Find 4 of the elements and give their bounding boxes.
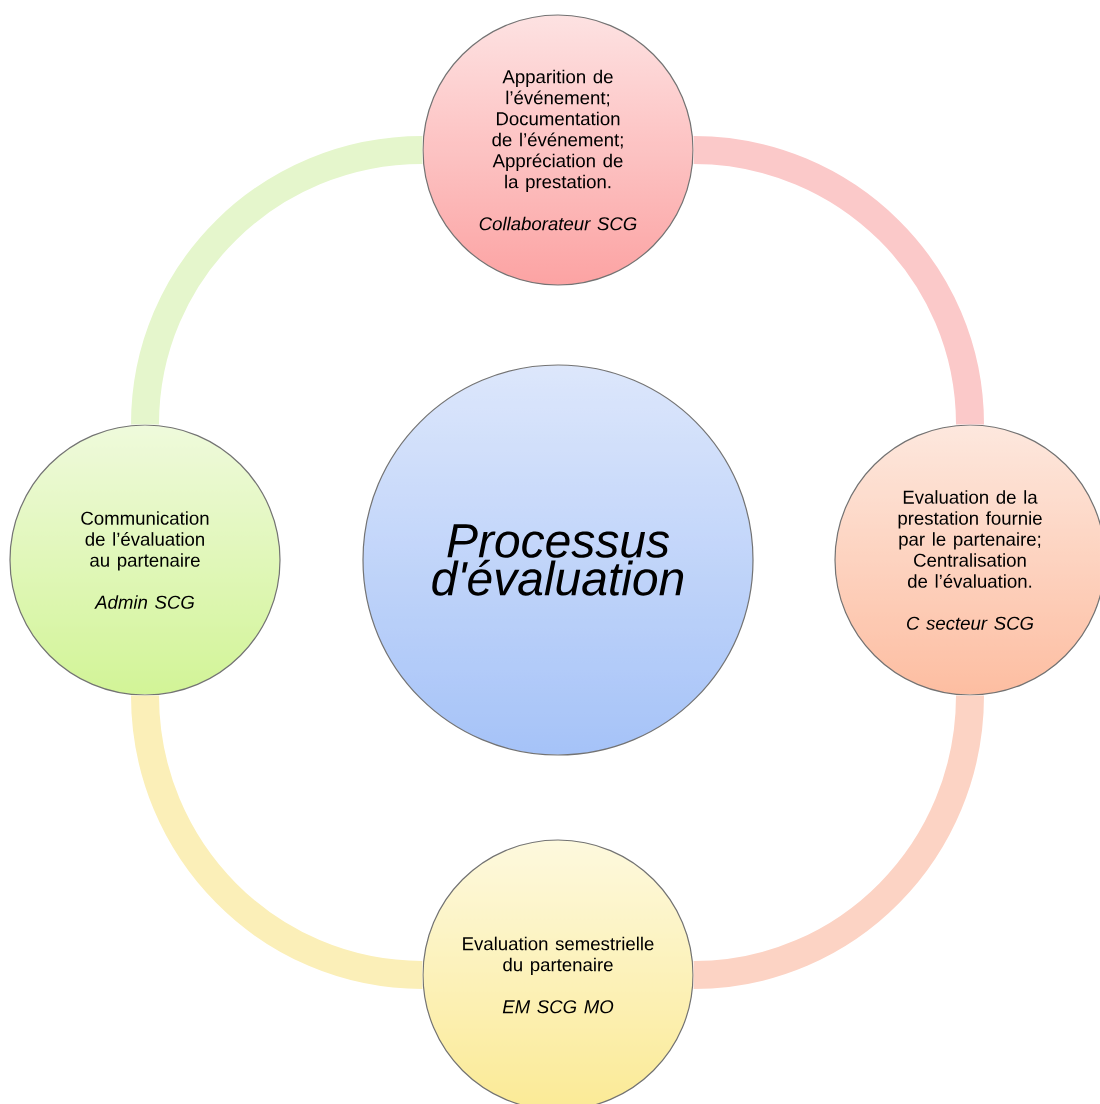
ring-segment: [131, 136, 424, 426]
ring-segment: [692, 136, 984, 426]
ring-segment: [692, 694, 984, 989]
ring-segment: [131, 694, 424, 989]
